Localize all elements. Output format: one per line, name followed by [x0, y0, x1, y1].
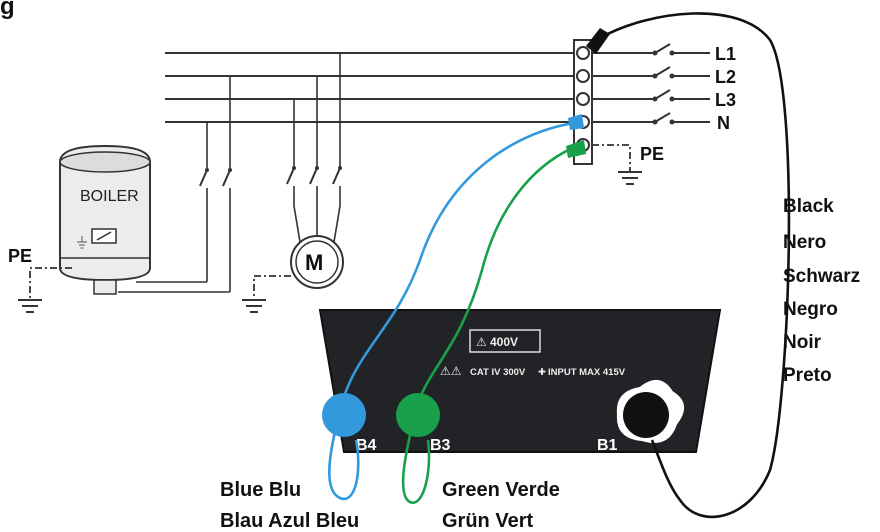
terminal-b1-label: B1 [597, 437, 618, 454]
input-icon: ✚ [538, 367, 546, 378]
black-lead-label-5: Noir [783, 332, 822, 353]
label-n: N [717, 113, 730, 133]
supply-lines [165, 52, 710, 123]
label-l2: L2 [715, 67, 736, 87]
blue-lead [328, 120, 581, 501]
label-l3: L3 [715, 90, 736, 110]
green-lead-label-1: Green Verde [442, 479, 560, 501]
motor [290, 235, 344, 289]
blue-lead-label-2: Blau Azul Bleu [220, 510, 359, 532]
green-lead [401, 143, 581, 504]
boiler-ground [18, 267, 72, 313]
label-l1: L1 [715, 44, 736, 64]
boiler-pe-label: PE [8, 246, 32, 266]
black-lead-label-6: Preto [783, 365, 832, 386]
black-lead-label-3: Schwarz [783, 266, 860, 287]
boiler [59, 144, 151, 295]
blue-probe-clip [568, 114, 584, 130]
green-lead-label-2: Grün Vert [442, 510, 533, 532]
pe-ground-terminal [592, 144, 642, 185]
terminal-b1-socket[interactable] [616, 380, 684, 443]
terminal-b4-label: B4 [356, 437, 377, 454]
black-probe-clip [586, 28, 610, 54]
motor-label: M [305, 250, 323, 275]
black-lead-label-2: Nero [783, 232, 826, 253]
instrument-cat: CAT IV 300V [470, 367, 526, 378]
motor-ground [242, 275, 291, 313]
motor-feed [286, 53, 342, 243]
black-lead [599, 12, 791, 518]
instrument-input: INPUT MAX 415V [548, 367, 626, 378]
warning-icons-cat: ⚠⚠ [440, 364, 462, 378]
diagram-title: g [0, 0, 15, 20]
instrument-rating: 400V [490, 335, 518, 349]
terminal-b3-label: B3 [430, 437, 451, 454]
terminal-b4-socket[interactable] [322, 393, 366, 437]
blue-lead-label-1: Blue Blu [220, 479, 301, 501]
line-switches [652, 43, 675, 125]
black-lead-label-4: Negro [783, 299, 838, 320]
label-pe-terminal: PE [640, 144, 664, 164]
warning-icon: ⚠ [476, 335, 487, 349]
boiler-feed [118, 76, 232, 293]
terminal-b3-socket[interactable] [396, 393, 440, 437]
terminal-block [573, 39, 593, 165]
boiler-label: BOILER [80, 188, 139, 205]
green-probe-clip [566, 140, 586, 158]
black-lead-label-1: Black [783, 196, 834, 217]
